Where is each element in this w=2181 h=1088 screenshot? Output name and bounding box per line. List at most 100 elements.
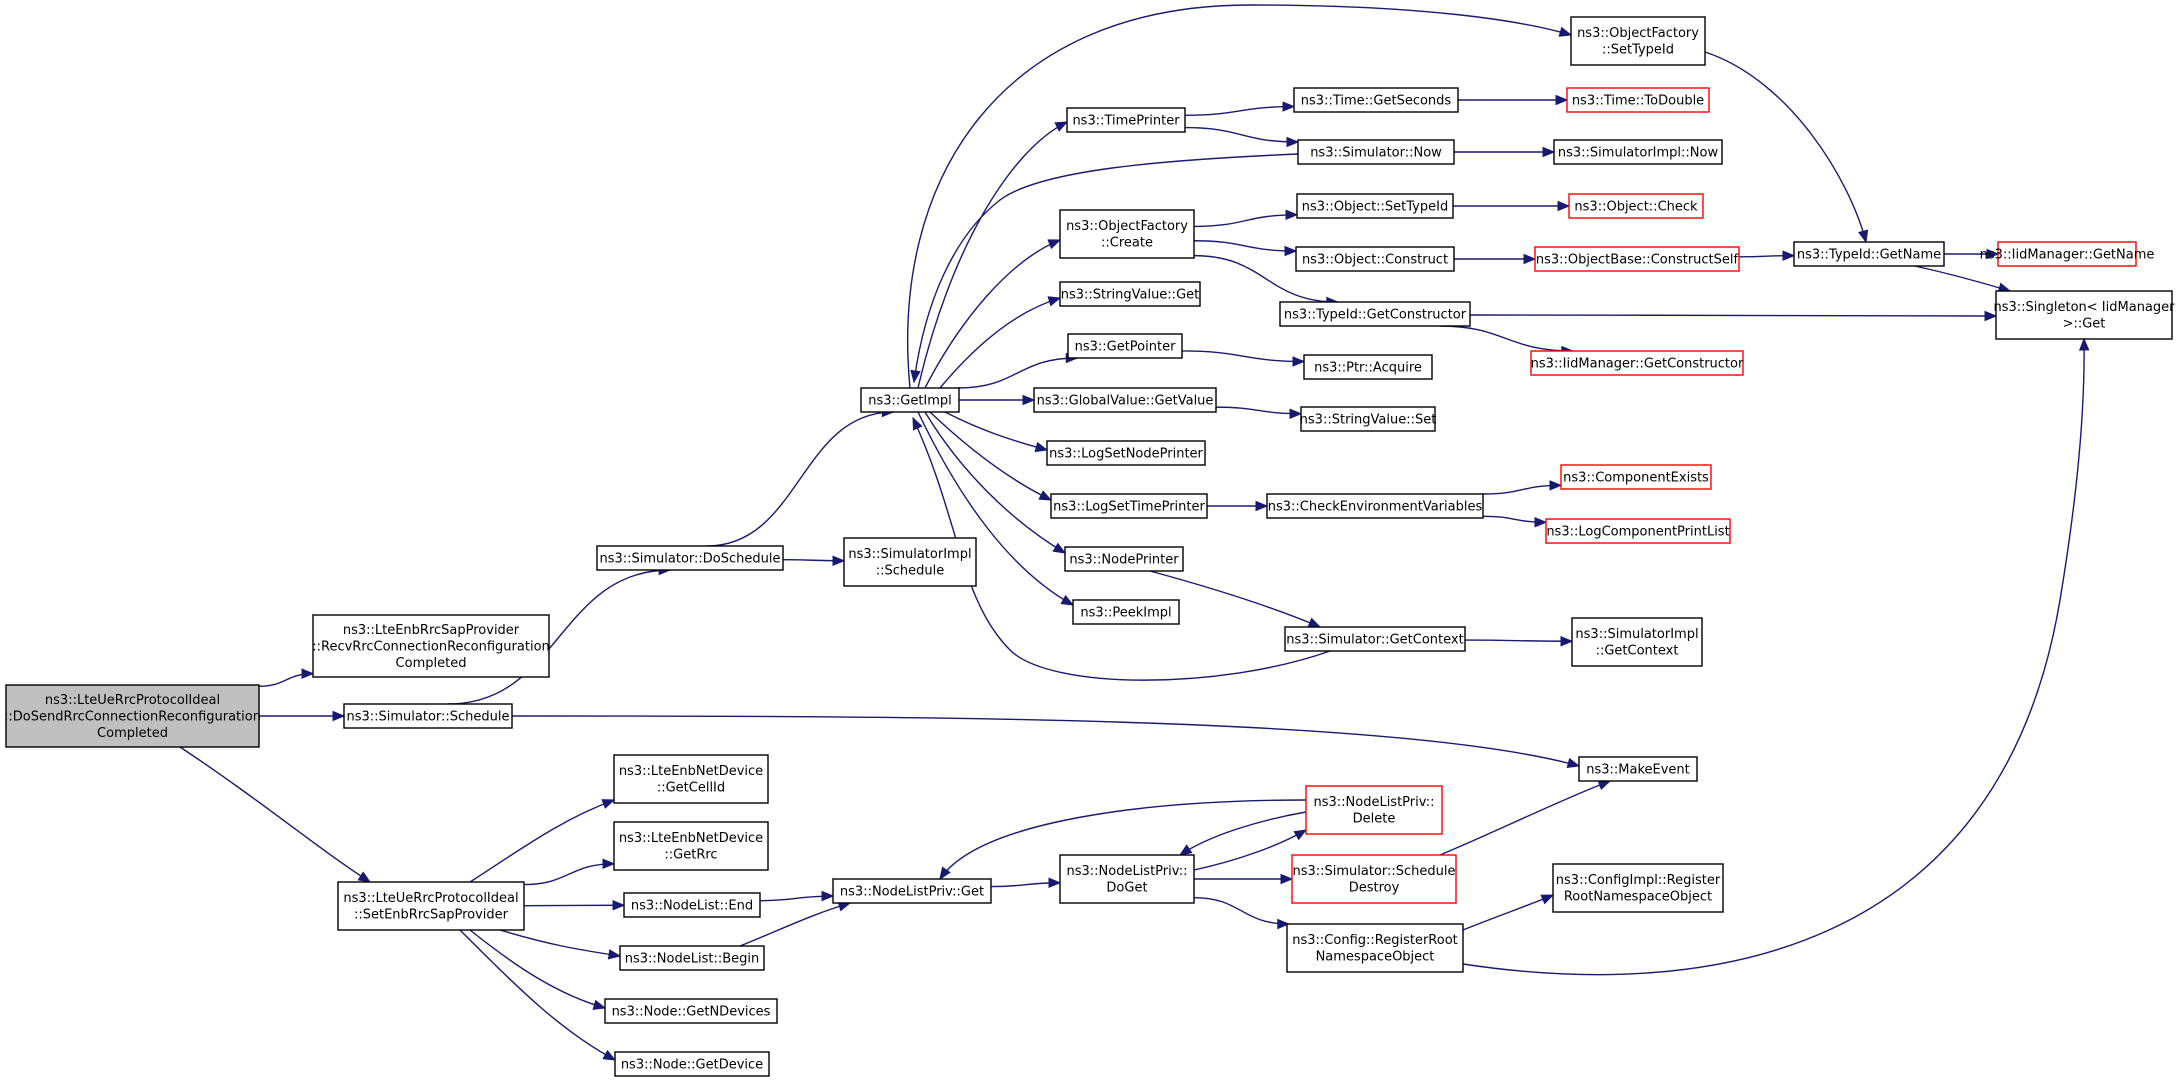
node-simnow[interactable]: ns3::Simulator::Now: [1297, 139, 1455, 165]
node-getpointer[interactable]: ns3::GetPointer: [1067, 333, 1183, 359]
node-simimplsched[interactable]: ns3::SimulatorImpl::Schedule: [843, 537, 977, 587]
arrow-head-icon: [1534, 517, 1548, 528]
node-simimplnow[interactable]: ns3::SimulatorImpl::Now: [1553, 139, 1723, 165]
arrow-head-icon: [1280, 873, 1294, 885]
node-dosched[interactable]: ns3::Simulator::DoSchedule: [596, 545, 784, 571]
node-makeevent[interactable]: ns3::MakeEvent: [1578, 756, 1698, 782]
edge-objconstruct-to-obconstructself: [1454, 253, 1537, 265]
edge-line: [1482, 484, 1562, 495]
node-ptracquire[interactable]: ns3::Ptr::Acquire: [1303, 354, 1433, 380]
arrow-head-icon: [832, 555, 846, 567]
node-box: [1571, 617, 1703, 667]
node-typeidgetctor[interactable]: ns3::TypeId::GetConstructor: [1279, 301, 1471, 327]
edge-setenb-to-nodegetdev: [459, 929, 617, 1061]
arrow-head-icon: [1782, 250, 1796, 261]
node-nlpdoget[interactable]: ns3::NodeListPriv::DoGet: [1059, 854, 1195, 904]
node-label: Destroy: [1349, 881, 1400, 896]
node-label: DoGet: [1106, 881, 1147, 896]
arrow-head-icon: [1255, 500, 1269, 512]
node-recv[interactable]: ns3::LteEnbRrcSapProvider::RecvRrcConnec…: [312, 614, 550, 678]
edge-root-to-recv: [258, 668, 315, 688]
edge-timegetseconds-to-timetodouble: [1458, 94, 1569, 106]
node-timegetseconds[interactable]: ns3::Time::GetSeconds: [1293, 87, 1459, 113]
arrow-head-icon: [1284, 245, 1298, 257]
node-label: ::SetTypeId: [1602, 43, 1674, 58]
node-ofsettypeid[interactable]: ns3::ObjectFactory::SetTypeId: [1570, 16, 1706, 66]
arrow-head-icon: [1555, 94, 1569, 106]
node-iidgetctor[interactable]: ns3::IidManager::GetConstructor: [1530, 350, 1744, 376]
node-label: ns3::NodePrinter: [1069, 552, 1179, 567]
edge-line: [924, 239, 1061, 389]
edge-simgetctx-to-simimplgetctx: [1464, 636, 1574, 647]
node-label: ns3::LteEnbNetDevice: [619, 764, 763, 779]
edge-line: [1149, 570, 1321, 628]
node-obconstructself[interactable]: ns3::ObjectBase::ConstructSelf: [1534, 246, 1740, 272]
node-gvgetvalue[interactable]: ns3::GlobalValue::GetValue: [1033, 387, 1217, 413]
node-timetodouble[interactable]: ns3::Time::ToDouble: [1566, 87, 1710, 113]
node-nodegetndev[interactable]: ns3::Node::GetNDevices: [604, 998, 778, 1024]
node-simsched[interactable]: ns3::Simulator::Schedule: [343, 703, 513, 729]
node-simimplgetctx[interactable]: ns3::SimulatorImpl::GetContext: [1571, 617, 1703, 667]
node-checkenv[interactable]: ns3::CheckEnvironmentVariables: [1266, 493, 1484, 519]
node-objconstruct[interactable]: ns3::Object::Construct: [1295, 246, 1455, 272]
arrow-head-icon: [1047, 296, 1062, 307]
edge-nlpdoget-to-simscheddestroy: [1194, 873, 1294, 885]
node-label: ns3::SimulatorImpl: [848, 547, 971, 562]
node-logsetnode[interactable]: ns3::LogSetNodePrinter: [1046, 440, 1206, 466]
arrow-head-icon: [357, 871, 372, 883]
node-nlbegin[interactable]: ns3::NodeList::Begin: [619, 945, 765, 971]
node-label: ns3::LogSetNodePrinter: [1049, 446, 1203, 461]
node-svset[interactable]: ns3::StringValue::Set: [1300, 406, 1437, 432]
arrow-head-icon: [1523, 253, 1537, 265]
node-box: [1534, 246, 1740, 272]
node-nodeprinter[interactable]: ns3::NodePrinter: [1064, 546, 1184, 572]
edge-ofcreate-to-objconstruct: [1193, 240, 1298, 257]
node-objsettypeid[interactable]: ns3::Object::SetTypeId: [1296, 193, 1454, 219]
node-logcompprint[interactable]: ns3::LogComponentPrintList: [1545, 518, 1731, 544]
node-simgetctx[interactable]: ns3::Simulator::GetContext: [1284, 626, 1466, 652]
edge-getimpl-to-timeprinter: [917, 121, 1069, 389]
node-nlpget[interactable]: ns3::NodeListPriv::Get: [832, 878, 992, 904]
node-enbgetrrc[interactable]: ns3::LteEnbNetDevice::GetRrc: [613, 821, 769, 871]
node-peekimpl[interactable]: ns3::PeekImpl: [1072, 599, 1180, 625]
arrow-head-icon: [1286, 136, 1300, 148]
node-nlpdelete[interactable]: ns3::NodeListPriv::Delete: [1305, 785, 1443, 835]
node-box: [613, 821, 769, 871]
node-typeidgetname[interactable]: ns3::TypeId::GetName: [1793, 241, 1945, 267]
node-nlend[interactable]: ns3::NodeList::End: [623, 892, 761, 918]
node-logsettime[interactable]: ns3::LogSetTimePrinter: [1050, 493, 1208, 519]
node-ofcreate[interactable]: ns3::ObjectFactory::Create: [1059, 209, 1195, 259]
node-box: [832, 878, 992, 904]
node-nodegetdev[interactable]: ns3::Node::GetDevice: [614, 1051, 770, 1077]
edge-layer: [179, 4, 2090, 1061]
node-singleton[interactable]: ns3::Singleton< IidManager>::Get: [1993, 290, 2175, 340]
node-label: ns3::Ptr::Acquire: [1314, 360, 1422, 375]
node-setenb[interactable]: ns3::LteUeRrcProtocolIdeal::SetEnbRrcSap…: [337, 881, 525, 931]
node-enbgetcellid[interactable]: ns3::LteEnbNetDevice::GetCellId: [613, 754, 769, 804]
arrow-head-icon: [602, 858, 616, 870]
node-compexists[interactable]: ns3::ComponentExists: [1560, 464, 1712, 490]
edge-line: [912, 417, 1331, 681]
node-box: [312, 614, 550, 678]
edge-line: [1179, 811, 1307, 856]
node-box: [1305, 785, 1443, 835]
node-objcheck[interactable]: ns3::Object::Check: [1568, 193, 1704, 219]
node-cfgimplreg[interactable]: ns3::ConfigImpl::RegisterRootNamespaceOb…: [1552, 863, 1724, 913]
edge-line: [913, 153, 1299, 383]
node-label: ns3::NodeList::Begin: [625, 951, 759, 966]
node-box: [1059, 209, 1195, 259]
edge-setenb-to-nlbegin: [499, 929, 622, 960]
edge-timeprinter-to-simnow: [1184, 126, 1300, 148]
edge-typeidgetctor-to-singleton: [1469, 310, 1998, 322]
edge-simgetctx-to-getimpl: [912, 416, 1331, 681]
edge-line: [1462, 338, 2085, 976]
node-timeprinter[interactable]: ns3::TimePrinter: [1066, 107, 1186, 133]
edge-ofsettypeid-to-typeidgetname: [1704, 51, 1869, 244]
node-getimpl[interactable]: ns3::GetImpl: [860, 387, 960, 413]
node-iidgetname[interactable]: ns3::IidManager::GetName: [1980, 241, 2155, 267]
node-label: ns3::LogComponentPrintList: [1546, 524, 1729, 539]
node-svget[interactable]: ns3::StringValue::Get: [1059, 281, 1201, 307]
